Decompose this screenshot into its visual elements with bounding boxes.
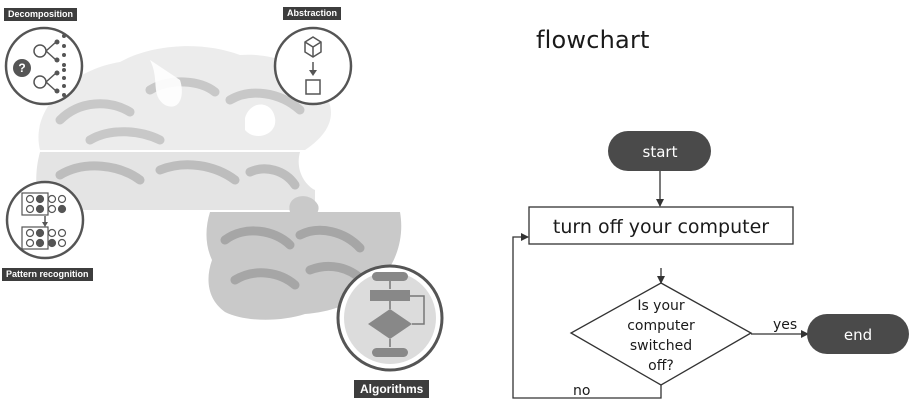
start-label: start [643, 143, 678, 161]
brain-puzzle-illustration: ? [0, 0, 460, 401]
pattern-recognition-label: Pattern recognition [2, 268, 93, 281]
algorithms-label: Algorithms [354, 380, 429, 398]
flowchart-diagram: start turn off your computer Is your com… [500, 100, 911, 401]
decision-label-line-2: computer [627, 318, 695, 334]
end-label: end [844, 326, 872, 344]
question-mark-icon: ? [18, 61, 25, 75]
algorithms-badge [338, 266, 442, 370]
start-node: start [608, 131, 711, 171]
no-label: no [573, 383, 590, 399]
decomposition-badge: ? [6, 28, 82, 104]
decision-node: Is your computer switched off? [571, 283, 751, 385]
abstraction-label: Abstraction [283, 7, 341, 20]
decision-label-line-1: Is your [637, 298, 685, 314]
process-label: turn off your computer [553, 216, 769, 238]
decomposition-label: Decomposition [4, 8, 77, 21]
process-node: turn off your computer [529, 207, 793, 244]
abstraction-badge [275, 28, 351, 104]
end-node: end [807, 314, 909, 354]
decision-label-line-3: switched [630, 338, 692, 354]
yes-label: yes [773, 317, 797, 333]
flowchart-title: flowchart [536, 26, 650, 54]
decision-label-line-4: off? [648, 358, 674, 374]
pattern-recognition-badge [7, 182, 83, 258]
